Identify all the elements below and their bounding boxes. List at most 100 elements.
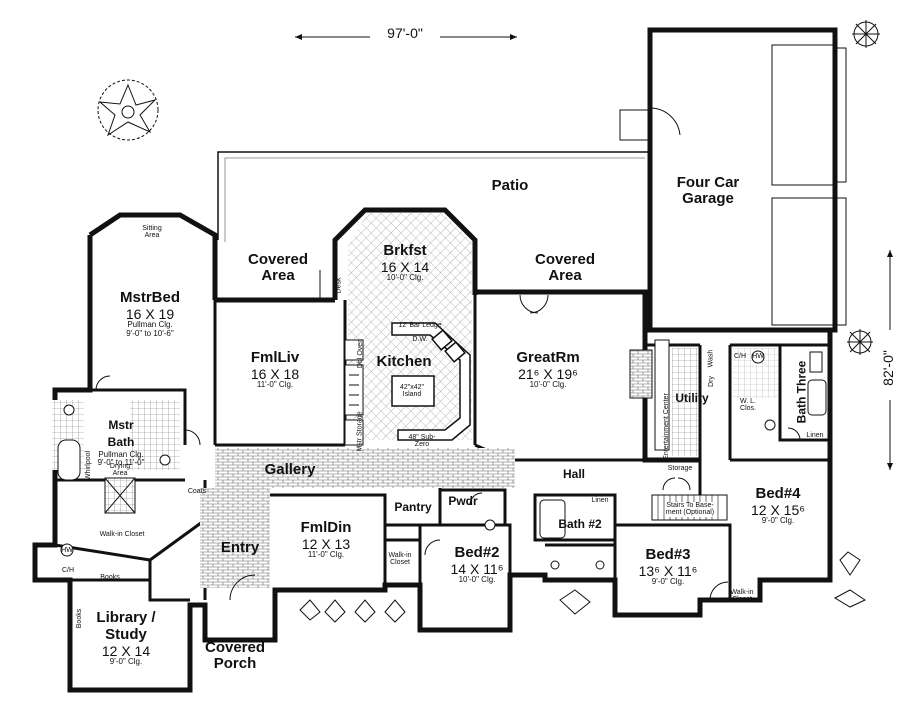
covered-area-right-line2: Area bbox=[548, 266, 582, 284]
utility-floor bbox=[672, 348, 698, 456]
sitting-line1: Sitting bbox=[142, 225, 162, 232]
brkfst-dim: 16 X 14 bbox=[380, 258, 430, 275]
dbl-oven-line1: Dbl bbox=[357, 357, 365, 369]
bath-three-label: Bath Three bbox=[794, 360, 809, 424]
wic-small-line1: Walk-in bbox=[388, 552, 412, 559]
coats-label: Coats bbox=[187, 488, 207, 495]
ch-label: C/H bbox=[733, 353, 747, 360]
wl-clos-label: W. L. Clos. bbox=[740, 398, 756, 413]
sub-zero-line2: Zero bbox=[414, 441, 430, 449]
garage-label: Four Car Garage bbox=[677, 175, 740, 207]
drying-line2: Area bbox=[112, 470, 128, 478]
sitting-line2: Area bbox=[144, 232, 160, 240]
garage-label-line1: Four Car bbox=[676, 174, 740, 191]
pantry-label: Pantry bbox=[394, 500, 432, 514]
bed2-clg: 10'-0" Clg. bbox=[458, 575, 496, 585]
linen2-label: Linen bbox=[591, 497, 609, 504]
mstr-bed-label: MstrBed 16 X 19 Pullman Clg. 9'-0" to 10… bbox=[120, 290, 180, 338]
library-line1: Library / bbox=[96, 609, 156, 626]
dbl-oven-label: Dbl Oven bbox=[357, 339, 364, 368]
stairs-line1: Stairs To Base- bbox=[666, 502, 714, 509]
library-clg: 9'-0" Clg. bbox=[109, 657, 143, 667]
covered-porch-line1: Covered bbox=[204, 639, 266, 656]
kitchen-counters bbox=[391, 322, 471, 441]
bed4-dim: 12 X 15⁶ bbox=[750, 501, 806, 518]
wic-bed3-line2: Closet bbox=[732, 596, 752, 604]
island-line1: 42"x42" bbox=[399, 384, 425, 391]
fml-liv-name: FmlLiv bbox=[250, 349, 300, 366]
bed3-clg: 9'-0" Clg. bbox=[651, 577, 685, 587]
fml-liv-label: FmlLiv 16 X 18 11'-0" Clg. bbox=[251, 350, 299, 390]
mstr-bath-line1: Mstr bbox=[108, 418, 134, 432]
dry-label: Dry bbox=[707, 376, 715, 387]
garage-label-line2: Garage bbox=[682, 189, 734, 207]
covered-area-left-line2: Area bbox=[261, 266, 295, 284]
walk-in-closet-label: Walk-in Closet bbox=[99, 531, 145, 538]
great-rm-name: GreatRm bbox=[516, 349, 580, 366]
sitting-area-label: Sitting Area bbox=[142, 225, 161, 240]
garage bbox=[619, 27, 847, 333]
covered-area-left-line1: Covered bbox=[247, 251, 309, 268]
fml-liv-clg: 11'-0" Clg. bbox=[256, 380, 294, 390]
gallery-floor bbox=[215, 448, 515, 488]
utility-label: Utility bbox=[675, 391, 709, 405]
wash-label: Wash bbox=[707, 349, 715, 368]
mstr-storage-line1: Mstr bbox=[356, 437, 364, 452]
fml-liv-dim: 16 X 18 bbox=[250, 365, 300, 382]
library-dim: 12 X 14 bbox=[101, 642, 151, 659]
sub-zero-line1: 48" Sub- bbox=[408, 434, 436, 441]
fml-din-label: FmlDin 12 X 13 11'-0" Clg. bbox=[301, 520, 352, 560]
walk-in-closet-bed3-label: Walk-in Closet bbox=[730, 589, 753, 604]
bath2-label: Bath #2 bbox=[558, 517, 602, 531]
ch-left-label: C/H bbox=[61, 567, 75, 574]
library-line2: Study bbox=[105, 625, 147, 643]
mstr-bed-clg2: 9'-0" to 10'-6" bbox=[126, 328, 174, 338]
kitchen-label: Kitchen bbox=[376, 353, 432, 370]
fireplace-icon bbox=[629, 349, 653, 399]
gallery-label: Gallery bbox=[264, 461, 316, 478]
bed3-label: Bed#3 13⁶ X 11⁶ 9'-0" Clg. bbox=[639, 547, 698, 587]
brkfst-name: Brkfst bbox=[383, 242, 427, 259]
entertainment-label: Entertainment Center bbox=[663, 393, 670, 460]
covered-area-left-label: Covered Area bbox=[248, 252, 308, 284]
wl-clos-line1: W. L. bbox=[740, 398, 756, 405]
entry-label: Entry bbox=[220, 539, 260, 556]
wic-small-line2: Closet bbox=[390, 559, 410, 567]
hw-label: HW bbox=[752, 353, 764, 360]
fml-din-clg: 11'-0" Clg. bbox=[307, 550, 345, 560]
bed3-name: Bed#3 bbox=[645, 546, 691, 563]
tree-icon bbox=[97, 79, 159, 141]
patio-outline bbox=[217, 151, 648, 240]
wl-clos-line2: Clos. bbox=[740, 405, 756, 413]
library-label: Library / Study 12 X 14 9'-0" Clg. bbox=[96, 610, 155, 667]
island-label: 42"x42" Island bbox=[400, 384, 424, 399]
great-rm-dim: 21⁶ X 19⁶ bbox=[518, 365, 578, 382]
books-label: Books bbox=[100, 574, 120, 581]
mstr-bed-clg1: Pullman Clg. bbox=[127, 320, 173, 330]
mstr-bath-label: Mstr Bath Pullman Clg. 9'-0" to 11'-0" bbox=[98, 417, 145, 467]
bed3-dim: 13⁶ X 11⁶ bbox=[638, 562, 698, 579]
shrub-icon bbox=[299, 20, 880, 623]
brkfst-clg: 10'-0" Clg. bbox=[386, 273, 424, 283]
great-rm-label: GreatRm 21⁶ X 19⁶ 10'-0" Clg. bbox=[516, 350, 579, 390]
mstr-bed-name: MstrBed bbox=[119, 289, 181, 306]
covered-area-right-label: Covered Area bbox=[535, 252, 595, 284]
bed4-clg: 9'-0" Clg. bbox=[761, 516, 795, 526]
overall-width-label: 97'-0" bbox=[387, 25, 423, 41]
desk-label: Desk bbox=[335, 277, 343, 294]
books-side-label: Books bbox=[76, 608, 84, 629]
drying-area-label: Drying Area bbox=[110, 463, 130, 478]
linen-label: Linen bbox=[806, 432, 824, 439]
walk-in-closet-small-label: Walk-in Closet bbox=[388, 552, 411, 567]
mstr-bath-clg1: Pullman Clg. bbox=[98, 449, 144, 459]
hall-label: Hall bbox=[562, 467, 586, 481]
fml-din-dim: 12 X 13 bbox=[301, 535, 351, 552]
mstr-bath-clg2: 9'-0" to 11'-0" bbox=[97, 457, 145, 467]
patio-label: Patio bbox=[491, 177, 529, 194]
hw-left-label: HW bbox=[61, 547, 73, 554]
dbl-oven-line2: Oven bbox=[357, 338, 365, 356]
mstr-bed-dim: 16 X 19 bbox=[125, 305, 175, 322]
sub-zero-label: 48" Sub- Zero bbox=[408, 434, 435, 449]
covered-porch-line2: Porch bbox=[213, 654, 257, 672]
